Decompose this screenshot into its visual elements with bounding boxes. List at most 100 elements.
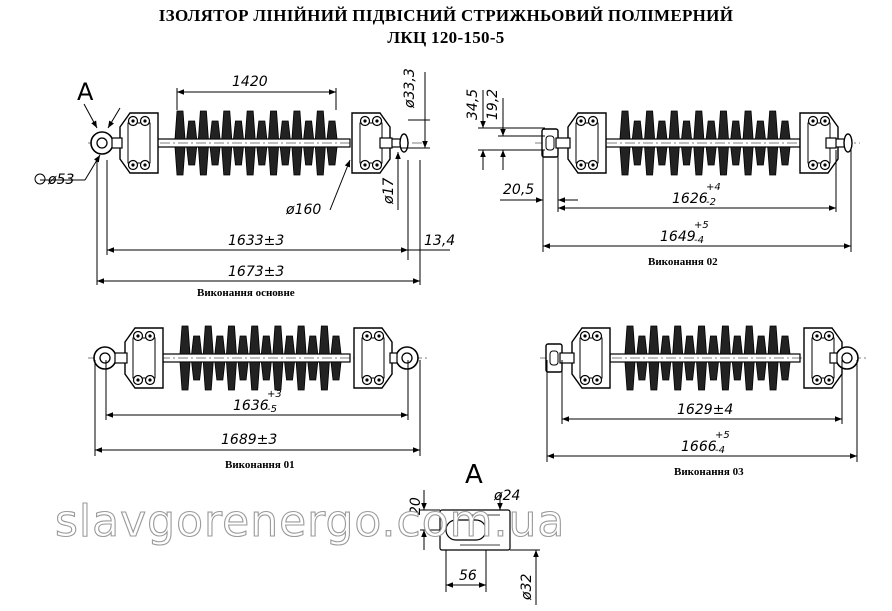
shed-top bbox=[260, 335, 272, 355]
shed-bottom bbox=[279, 146, 291, 166]
shed-top bbox=[754, 120, 766, 140]
end-connector bbox=[555, 137, 571, 149]
shed-bottom bbox=[648, 361, 660, 391]
shed-bottom bbox=[326, 146, 338, 166]
dim-1626-lower-tol: -2 bbox=[706, 197, 716, 208]
shed-top bbox=[279, 120, 291, 140]
dims-main bbox=[40, 72, 450, 285]
shed-top bbox=[779, 335, 791, 355]
shed-bottom bbox=[742, 146, 754, 176]
shed-bottom bbox=[755, 361, 767, 381]
shed-top bbox=[767, 110, 779, 140]
dims-view-a bbox=[420, 490, 540, 605]
shed-top bbox=[644, 110, 656, 140]
shed-top bbox=[295, 325, 307, 355]
dim-phi-17: ø17 bbox=[381, 178, 397, 205]
bolt-center bbox=[375, 119, 379, 123]
shed-bottom bbox=[779, 361, 791, 381]
dim-1633: 1633±3 bbox=[228, 233, 284, 249]
bolt-center bbox=[148, 334, 152, 338]
shed-bottom bbox=[684, 361, 696, 381]
fitting-body bbox=[361, 337, 385, 379]
shed-top bbox=[244, 110, 256, 140]
view-a-label: A bbox=[465, 460, 483, 490]
shed-top bbox=[668, 110, 680, 140]
ball-end-icon bbox=[843, 133, 853, 153]
shed-top bbox=[326, 120, 338, 140]
shed-top bbox=[284, 335, 295, 355]
shed-top bbox=[631, 120, 643, 140]
dim-1666-lower-tol: -4 bbox=[715, 445, 725, 456]
shed-top bbox=[684, 335, 696, 355]
shed-bottom bbox=[672, 361, 684, 391]
shed-bottom bbox=[767, 361, 779, 391]
shed-bottom bbox=[660, 361, 672, 381]
shed-bottom bbox=[226, 361, 237, 391]
fitting-body bbox=[579, 337, 603, 379]
bolt-center bbox=[148, 378, 152, 382]
shed-top bbox=[660, 335, 672, 355]
shed-bottom bbox=[624, 361, 636, 391]
shed-bottom bbox=[268, 146, 279, 176]
shed-top bbox=[619, 110, 631, 140]
dim-phi-32: ø32 bbox=[519, 574, 535, 601]
shed-top bbox=[314, 110, 326, 140]
dim-56: 56 bbox=[459, 568, 477, 584]
shed-bottom bbox=[233, 146, 244, 166]
bolt-center bbox=[595, 378, 599, 382]
end-connector bbox=[379, 137, 393, 149]
eye-hole bbox=[401, 352, 413, 364]
shed-top bbox=[249, 325, 261, 355]
shed-bottom bbox=[681, 146, 692, 166]
bolt-center bbox=[136, 334, 140, 338]
dims-v03 bbox=[546, 360, 858, 462]
shed-bottom bbox=[330, 361, 342, 381]
shed-top bbox=[179, 325, 191, 355]
bolt-center bbox=[815, 334, 819, 338]
bolt-center bbox=[591, 163, 595, 167]
shed-bottom bbox=[754, 146, 766, 166]
bolt-center bbox=[827, 334, 831, 338]
bolt-center bbox=[363, 119, 367, 123]
view-a-detail bbox=[439, 509, 511, 551]
dim-1673: 1673±3 bbox=[228, 264, 284, 280]
end-connector bbox=[825, 137, 837, 149]
shed-top bbox=[221, 110, 233, 140]
shed-bottom bbox=[249, 361, 261, 391]
page-title: ІЗОЛЯТОР ЛІНІЙНИЙ ПІДВІСНИЙ СТРИЖНЬОВИЙ … bbox=[158, 6, 734, 25]
shed-bottom bbox=[244, 146, 256, 176]
circle-symbol-icon bbox=[34, 173, 46, 185]
bolt-center bbox=[823, 119, 827, 123]
shed-bottom bbox=[272, 361, 284, 391]
shed-bottom bbox=[636, 361, 648, 381]
bolt-center bbox=[377, 378, 381, 382]
shed-top bbox=[730, 120, 742, 140]
bolt-center bbox=[365, 378, 369, 382]
shed-bottom bbox=[696, 361, 707, 391]
bolt-center bbox=[131, 119, 135, 123]
dim-phi-33-3: ø33,3 bbox=[402, 68, 418, 109]
dim-34-5: 34,5 bbox=[465, 89, 481, 120]
shed-top bbox=[330, 335, 342, 355]
shed-top bbox=[318, 325, 330, 355]
eye-hole bbox=[841, 352, 853, 364]
shed-top bbox=[648, 325, 660, 355]
bolt-center bbox=[131, 163, 135, 167]
dim-20-5: 20,5 bbox=[503, 182, 534, 198]
bolt-center bbox=[377, 334, 381, 338]
shed-top bbox=[779, 120, 791, 140]
shed-top bbox=[197, 110, 209, 140]
clevis-slot bbox=[549, 350, 559, 366]
shed-bottom bbox=[209, 146, 221, 166]
shed-top bbox=[291, 110, 303, 140]
caption-v01: Виконання 01 bbox=[225, 459, 295, 471]
shed-top bbox=[708, 335, 719, 355]
shed-top bbox=[237, 335, 249, 355]
dims-v01 bbox=[94, 360, 421, 456]
end-connector bbox=[389, 352, 398, 364]
insulator-main bbox=[88, 110, 430, 176]
shed-bottom bbox=[708, 361, 719, 381]
shed-bottom bbox=[174, 146, 186, 176]
shed-bottom bbox=[237, 361, 249, 381]
end-connector bbox=[559, 352, 575, 364]
